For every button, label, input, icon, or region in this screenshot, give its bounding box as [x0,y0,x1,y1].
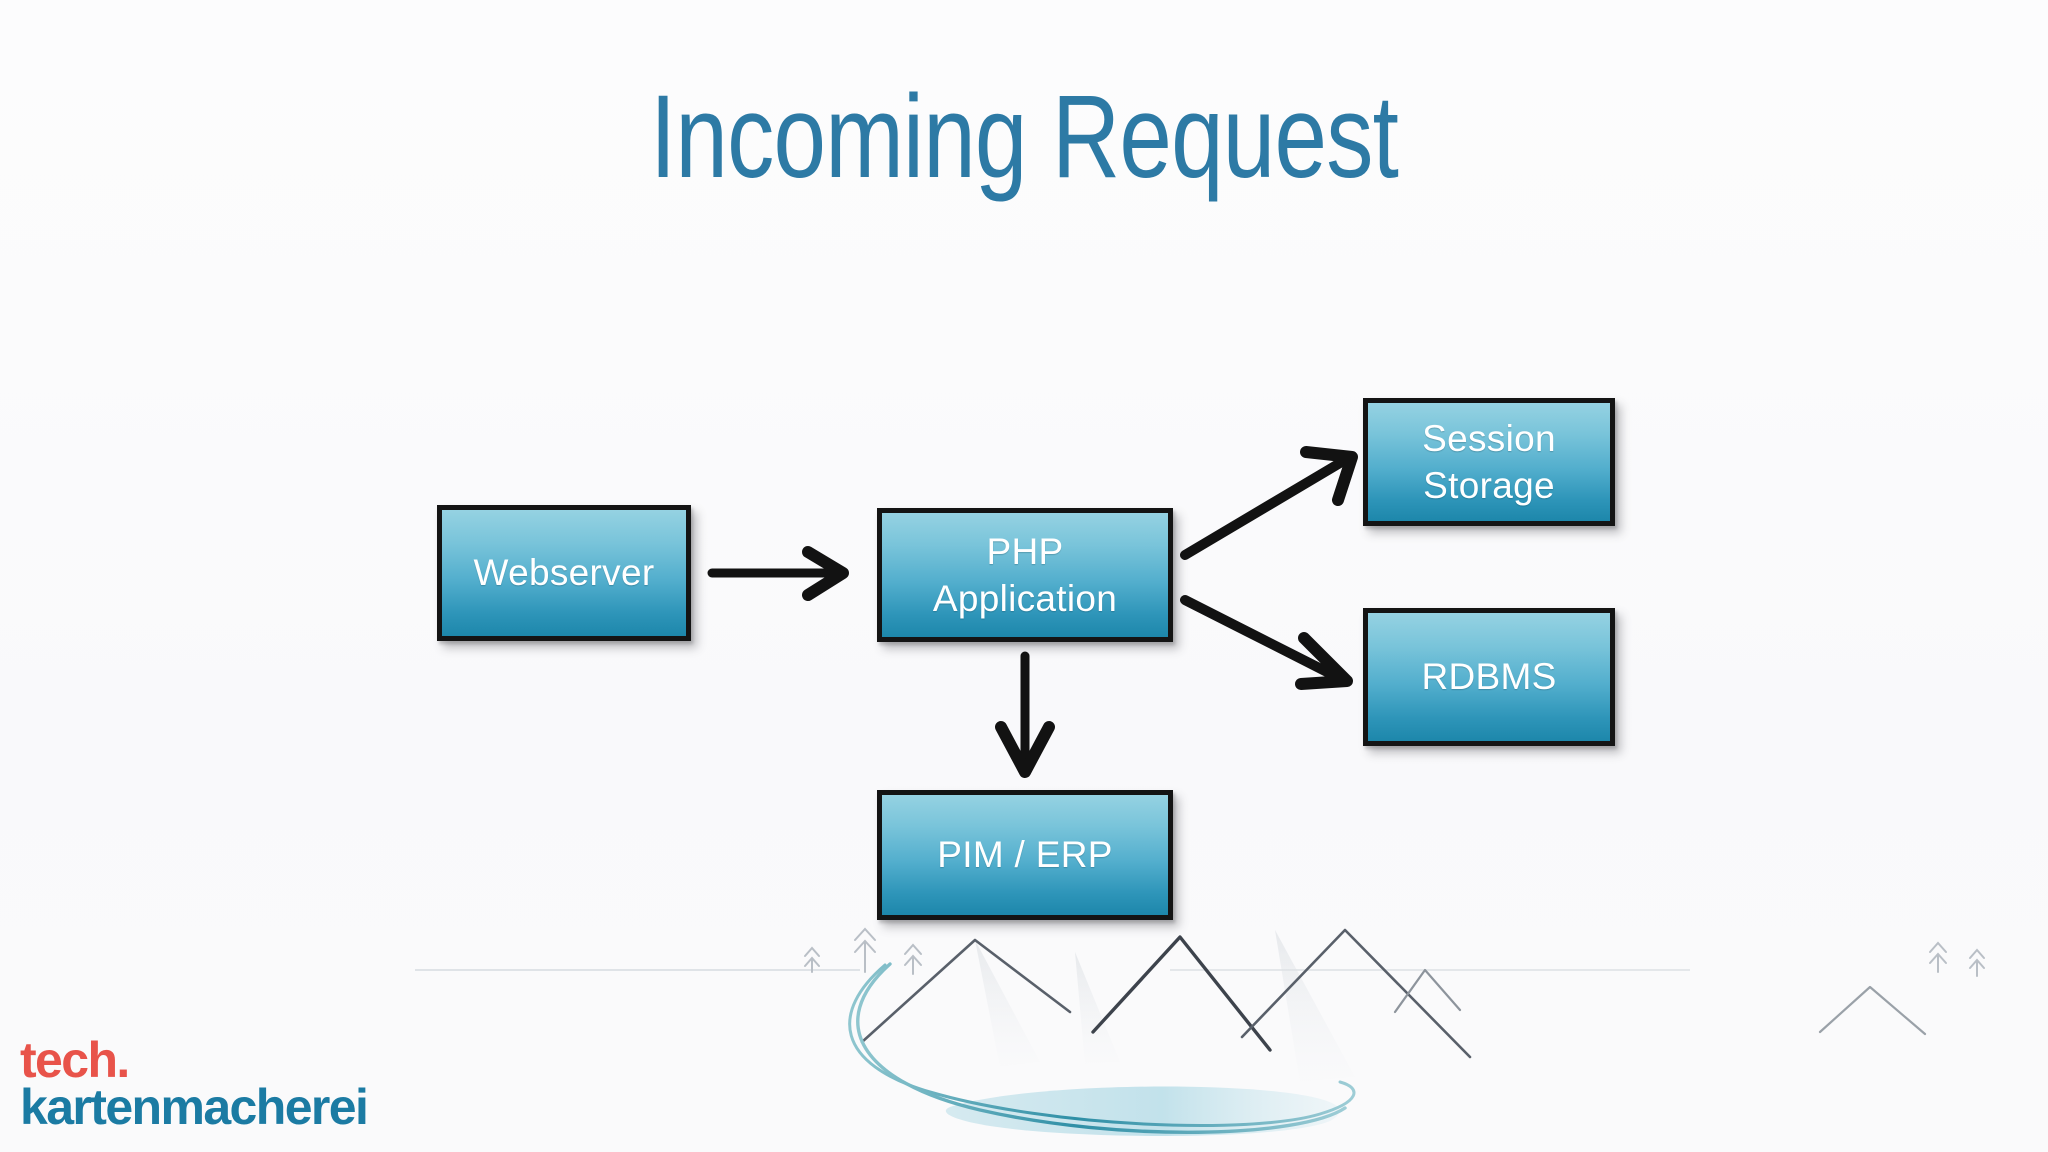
arrow-php-to-rdbms [1180,595,1353,690]
tree-glyphs [804,927,1985,977]
diagram-node-pim-erp[interactable]: PIM / ERP [877,790,1173,920]
brand-logo: tech. kartenmacherei [20,1032,369,1135]
diagram-node-php-application[interactable]: PHP Application [877,508,1173,642]
node-label: Webserver [473,552,655,594]
node-label: Session Storage [1422,417,1556,506]
logo-line-karten: kartenmacherei [20,1078,369,1135]
node-label: RDBMS [1421,656,1557,698]
arrow-php-to-pim [995,651,1055,778]
arrow-webserver-to-php [707,546,849,601]
mountain-outlines [860,928,1927,1059]
diagram-node-session-storage[interactable]: Session Storage [1363,398,1615,526]
arrow-php-to-session [1180,446,1358,560]
node-label: PHP Application [932,530,1118,619]
mountain-shading [975,930,1355,1082]
lake-shape [848,962,1356,1136]
diagram-node-rdbms[interactable]: RDBMS [1363,608,1615,746]
node-label: PIM / ERP [937,834,1113,876]
page-title: Incoming Request [649,71,1399,203]
diagram-node-webserver[interactable]: Webserver [437,505,691,641]
logo-line-tech: tech. [20,1032,130,1088]
